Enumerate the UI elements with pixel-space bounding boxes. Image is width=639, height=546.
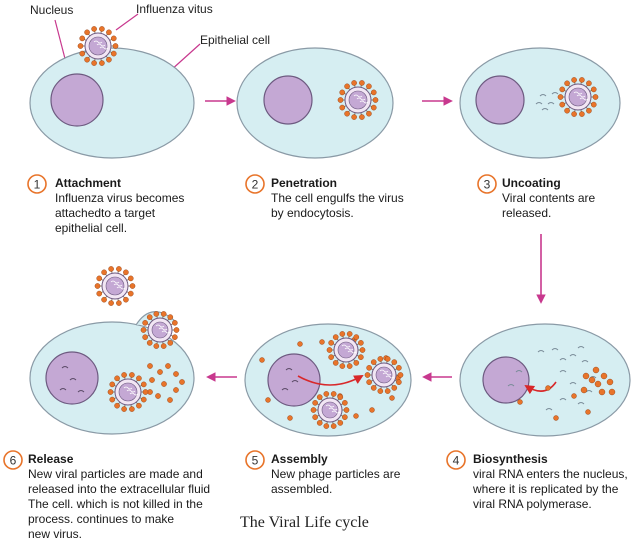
nucleus xyxy=(267,353,321,407)
stage-number-3: 3 xyxy=(477,174,497,194)
stage-number-1: 1 xyxy=(27,174,47,194)
svg-text:6: 6 xyxy=(10,454,17,468)
stage-line: Viral contents are xyxy=(502,191,596,205)
stage-line: process. continues to make xyxy=(28,512,175,526)
stage-title: Assembly xyxy=(271,452,328,466)
stage-3-text: Uncoating Viral contents are released. xyxy=(502,176,595,221)
stage-line: where it is replicated by the xyxy=(473,482,619,496)
stage-4-text: Biosynthesis viral RNA enters the nucleu… xyxy=(473,452,628,512)
cell-stage-4 xyxy=(459,323,631,437)
nucleus xyxy=(263,75,313,125)
stage-number-5: 5 xyxy=(245,450,265,470)
nucleus xyxy=(482,356,530,404)
stage-line: assembled. xyxy=(271,482,333,496)
stage-line: The cell. which is not killed in the xyxy=(28,497,203,511)
stage-line: released. xyxy=(502,206,552,220)
stage-line: Influenza virus becomes xyxy=(55,191,185,205)
stage-5-text: Assembly New phage particles are assembl… xyxy=(271,452,400,497)
diagram-caption: The Viral Life cycle xyxy=(240,514,369,531)
stage-line: viral RNA enters the nucleus, xyxy=(473,467,628,481)
cell-stage-5 xyxy=(244,323,412,437)
stage-number-6: 6 xyxy=(3,450,23,470)
stage-line: released into the extracellular fluid xyxy=(28,482,211,496)
cell-stage-6 xyxy=(29,311,195,435)
stage-title: Release xyxy=(28,452,74,466)
svg-text:3: 3 xyxy=(484,178,491,192)
virus-label: Influenza vitus xyxy=(136,2,213,16)
nucleus xyxy=(50,73,104,127)
virus-callout-line xyxy=(115,13,139,31)
stage-1-text: Attachment Influenza virus becomes attac… xyxy=(55,176,184,236)
stage-title: Attachment xyxy=(55,176,122,190)
stage-title: Biosynthesis xyxy=(473,452,548,466)
stage-line: New phage particles are xyxy=(271,467,401,481)
stage-6-text: Release New viral particles are made and… xyxy=(28,452,210,542)
cell-stage-3 xyxy=(459,47,621,159)
nucleus-label: Nucleus xyxy=(30,3,73,17)
stage-line: attachedto a target xyxy=(55,206,156,220)
virus-particle xyxy=(337,80,379,120)
stage-line: by endocytosis. xyxy=(271,206,354,220)
virus-particle xyxy=(310,391,350,429)
svg-text:4: 4 xyxy=(453,454,460,468)
svg-text:5: 5 xyxy=(252,454,259,468)
released-virus-particle xyxy=(94,266,136,306)
virus-particle xyxy=(77,26,119,66)
svg-text:2: 2 xyxy=(252,178,259,192)
nucleus xyxy=(45,351,99,405)
virus-particle xyxy=(557,77,599,117)
stage-line: New viral particles are made and xyxy=(28,467,203,481)
cell-stage-2 xyxy=(236,47,394,159)
stage-line: epithelial cell. xyxy=(55,221,128,235)
virus-particle xyxy=(364,356,404,394)
stage-2-text: Penetration The cell engulfs the virus b… xyxy=(271,176,404,221)
assembly-arrow xyxy=(297,375,364,386)
stage-number-4: 4 xyxy=(446,450,466,470)
virus-particle xyxy=(140,311,180,349)
nucleus xyxy=(475,75,525,125)
cell-stage-1 xyxy=(29,47,195,159)
virus-particle xyxy=(107,372,149,412)
stage-title: Uncoating xyxy=(502,176,561,190)
svg-text:1: 1 xyxy=(34,178,41,192)
stage-title: Penetration xyxy=(271,176,338,190)
stage-number-2: 2 xyxy=(245,174,265,194)
rna-transport-arrow xyxy=(524,381,557,395)
stage-line: viral RNA polymerase. xyxy=(473,497,592,511)
stage-line: The cell engulfs the virus xyxy=(271,191,404,205)
stage-line: new virus. xyxy=(28,527,83,541)
virus-particle xyxy=(326,331,366,369)
epithelial-cell-label: Epithelial cell xyxy=(200,33,270,47)
